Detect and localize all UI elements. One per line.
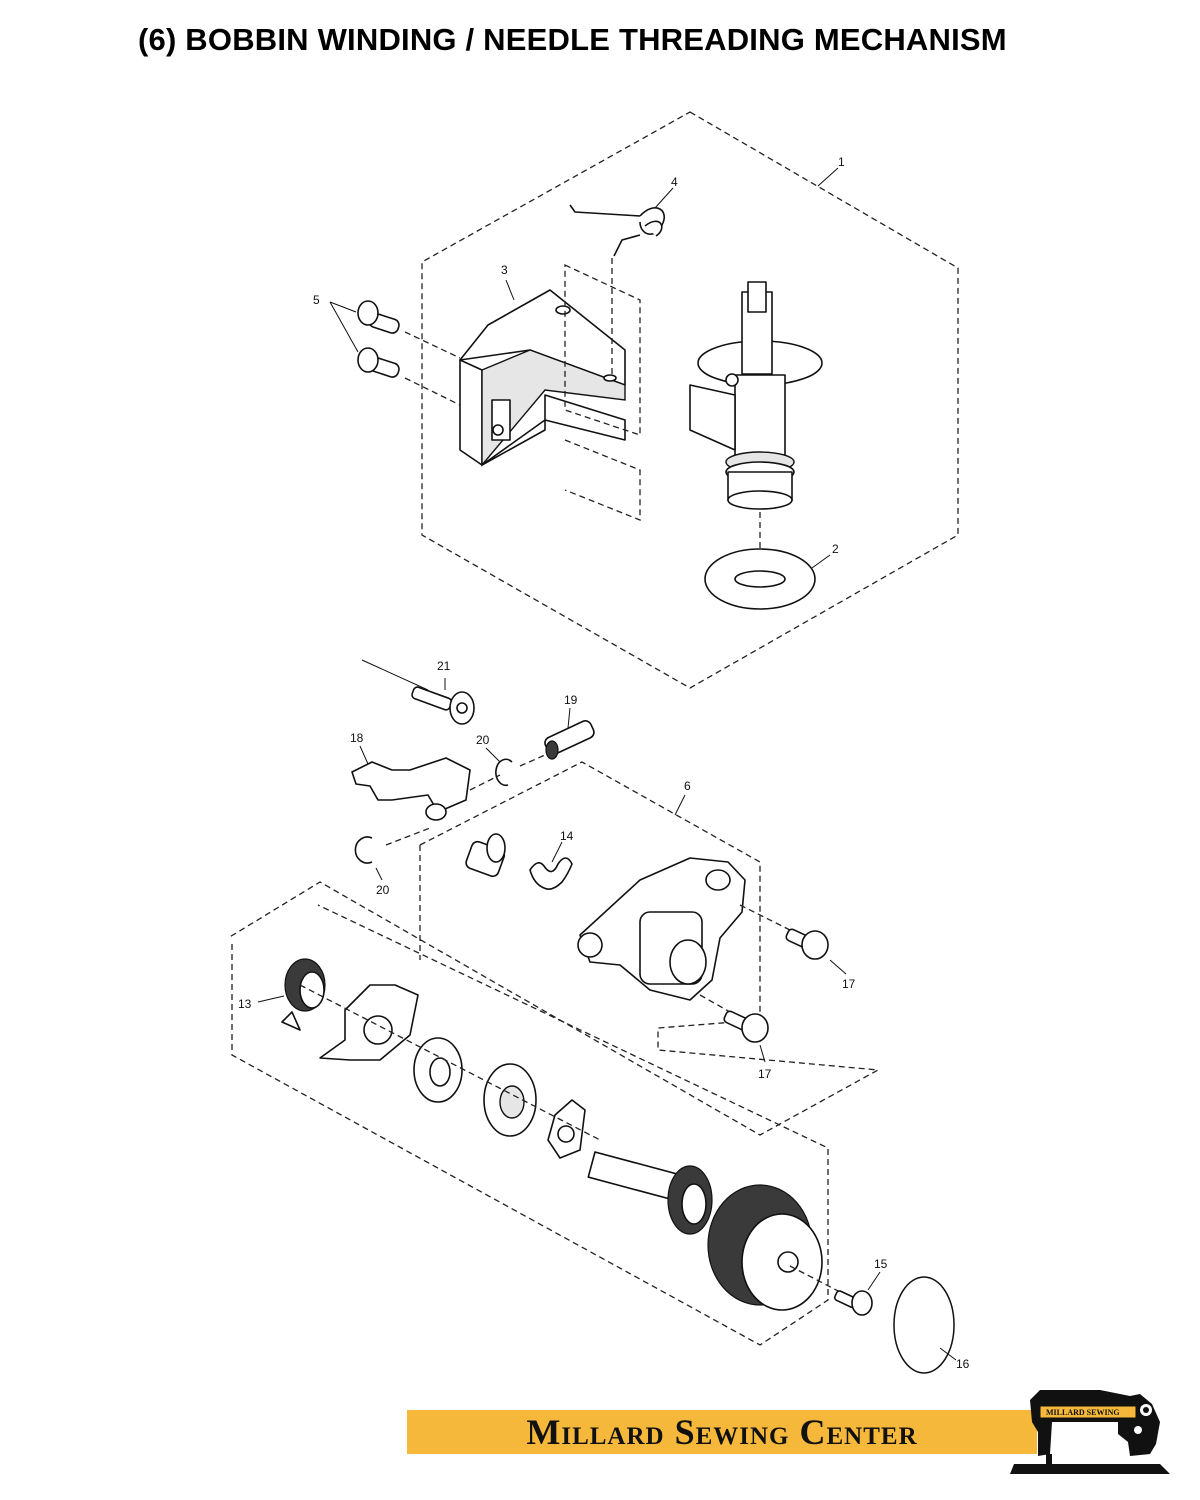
clip-plate [319,984,419,1061]
washer-b [483,1063,537,1137]
callout-1: 1 [838,155,845,169]
part-18-lever [351,745,501,821]
assembly-6-boundary [227,761,881,1136]
exploded-parts-diagram: 1 2 3 4 5 6 13 14 15 16 17 17 18 19 20 2… [227,111,970,1374]
callout-14: 14 [560,829,574,843]
assembly-1-boundary [421,111,959,689]
callout-2: 2 [832,542,839,556]
sewing-machine-icon: MILLARD SEWING [1010,1390,1170,1474]
part-14-spring [529,841,573,890]
part-15-screw [833,1271,881,1316]
part-17-screw-lower [699,994,769,1063]
part-20-e-ring-bottom [354,827,431,881]
footer-banner: Millard Sewing Center [407,1410,1037,1454]
callout-4: 4 [671,175,678,189]
callout-17-upper: 17 [842,977,856,991]
callout-20-lower: 20 [376,883,390,897]
winder-shaft-unit [689,281,823,575]
callout-15: 15 [874,1257,888,1271]
callout-6: 6 [684,779,691,793]
drive-shaft [587,1151,713,1235]
part-19-pin [519,707,595,767]
clutch-plate [547,1099,586,1159]
logo-label: MILLARD SEWING [1046,1408,1120,1417]
callout-3: 3 [501,263,508,277]
callout-21: 21 [437,659,451,673]
part-4-spring [569,187,674,257]
part-21-screw [361,659,475,725]
part-6-housing [577,794,746,1001]
callout-16: 16 [956,1357,970,1371]
banner-text: Millard Sewing Center [526,1412,918,1452]
callout-5: 5 [313,293,320,307]
part-3-bracket [459,258,641,521]
callout-20-upper: 20 [476,733,490,747]
callout-19: 19 [564,693,578,707]
washer-a [413,1037,463,1103]
lower-assembly-boundary [231,904,829,1346]
part-20-e-ring-top [485,747,513,787]
page-title: (6) BOBBIN WINDING / NEEDLE THREADING ME… [138,22,1007,57]
part-2-washer [704,548,831,610]
part-5-screws [329,300,461,406]
part-16-ring [893,1276,957,1374]
callout-13: 13 [238,997,252,1011]
part-17-screw-upper [739,904,847,975]
collar [465,833,506,878]
callout-17-lower: 17 [758,1067,772,1081]
handwheel-knob [707,1184,823,1311]
part-13-gear [257,958,326,1031]
callout-18: 18 [350,731,364,745]
